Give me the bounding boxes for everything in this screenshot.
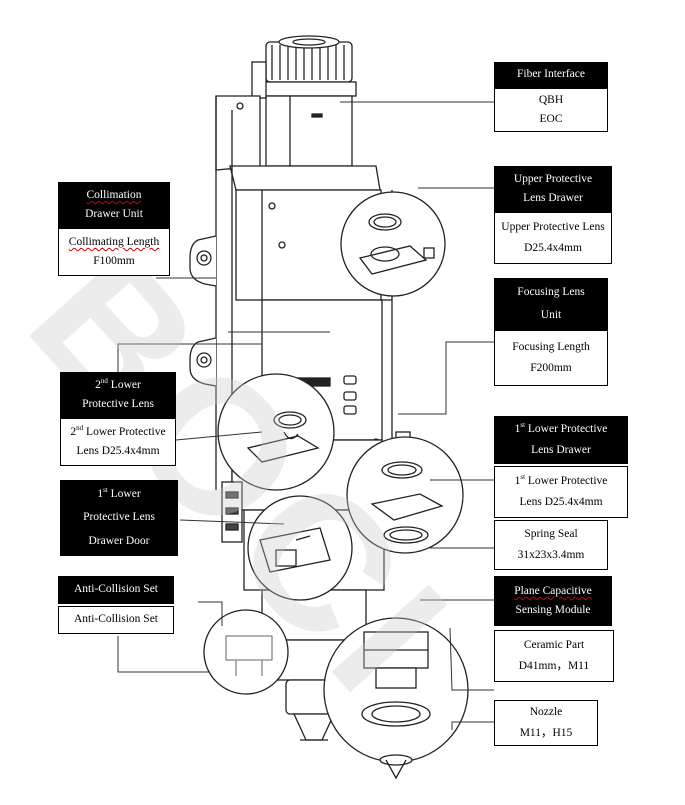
plane-capacitive-title: Plane Capacitive Sensing Module xyxy=(494,576,612,626)
collimation-title: Collimation Drawer Unit xyxy=(58,182,170,228)
anti-collision-values: Anti-Collision Set xyxy=(58,606,174,634)
detail-circles xyxy=(203,191,469,780)
upper-protective-title: Upper Protective Lens Drawer xyxy=(494,166,612,212)
upper-protective-values: Upper Protective Lens D25.4x4mm xyxy=(494,212,612,264)
second-lower-title: 2nd Lower Protective Lens xyxy=(60,372,176,418)
side-bracket xyxy=(189,235,217,387)
first-lower-drawer-title: 1st Lower Protective Lens Drawer xyxy=(494,416,628,464)
focusing-title: Focusing Lens Unit xyxy=(494,278,608,330)
second-lower-values: 2nd Lower Protective Lens D25.4x4mm xyxy=(60,418,176,466)
spring-seal-values: Spring Seal 31x23x3.4mm xyxy=(494,520,608,570)
collimation-values: Collimating Length F100mm xyxy=(58,228,170,276)
fiber-connector xyxy=(251,35,357,167)
first-lower-drawer-values: 1st Lower Protective Lens D25.4x4mm xyxy=(494,466,628,518)
ceramic-values: Ceramic Part D41mm，M11 xyxy=(494,630,614,682)
leader-lines xyxy=(117,101,494,730)
nozzle-values: Nozzle M11，H15 xyxy=(494,700,598,746)
fiber-interface-title: Fiber Interface xyxy=(494,62,608,88)
anti-collision-title: Anti-Collision Set xyxy=(58,576,174,604)
fiber-interface-values: QBH EOC xyxy=(494,88,608,132)
first-lower-door-title: 1st Lower Protective Lens Drawer Door xyxy=(60,480,178,556)
focusing-values: Focusing Length F200mm xyxy=(494,330,608,386)
